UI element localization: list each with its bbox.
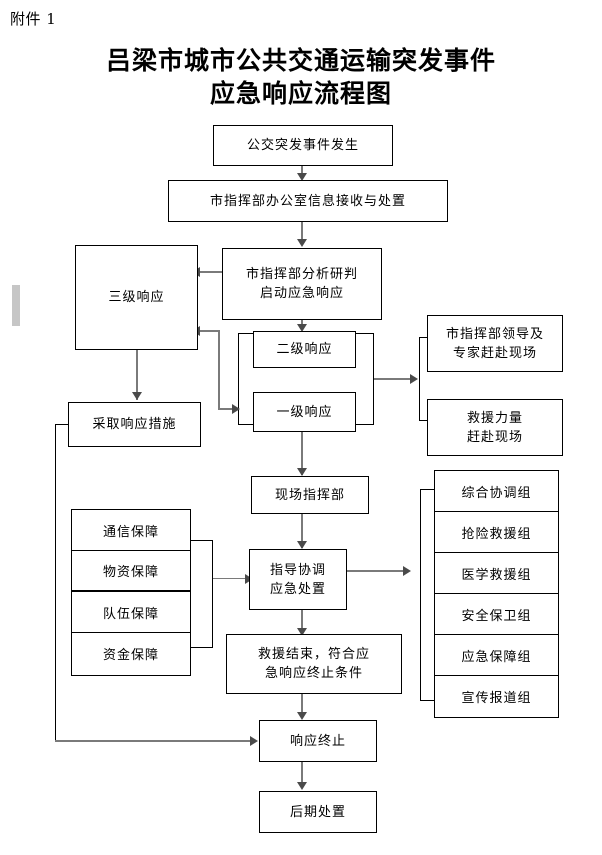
node-incident: 公交突发事件发生: [213, 125, 393, 166]
connector-level1-site-command: [301, 432, 303, 475]
bracket-groups-left-bottom: [420, 700, 436, 701]
node-rescue-force-line-2: 赶赴现场: [466, 429, 523, 445]
bracket-levels-left-vertical: [238, 333, 239, 425]
arrowhead-rescue-end-response-end: [297, 712, 307, 720]
bracket-support-right-top: [191, 540, 213, 541]
work-group-4: 应急保障组: [435, 635, 558, 676]
page-title: 吕梁市城市公共交通运输突发事件 应急响应流程图: [0, 44, 602, 110]
connector-incident-office: [301, 166, 303, 177]
bracket-right-group-top: [419, 337, 434, 338]
node-rescue-end-condition: 救援结束，符合应 急响应终止条件: [226, 634, 402, 694]
connector-coordinate-groups: [347, 570, 407, 572]
work-group-3: 安全保卫组: [435, 594, 558, 635]
bracket-levels-left-top: [238, 333, 254, 334]
node-level1-label: 一级响应: [276, 404, 333, 420]
connector-site-command-coordinate: [301, 514, 303, 548]
connector-measures-left-stub: [55, 424, 69, 425]
node-rescue-end-line-2: 急响应终止条件: [264, 666, 363, 681]
node-level1: 一级响应: [253, 392, 356, 432]
bracket-support-right-vertical: [212, 540, 213, 648]
node-coordinate-disposal: 指导协调 应急处置: [249, 549, 347, 610]
node-coordinate-line-2: 应急处置: [269, 581, 326, 597]
bracket-levels-left-bottom: [238, 424, 254, 425]
bracket-right-group-vertical: [419, 337, 420, 421]
support-item-0: 通信保障: [72, 510, 190, 551]
node-response-end: 响应终止: [259, 720, 377, 762]
bracket-groups-left-vertical: [420, 489, 421, 701]
support-measures-stack: 通信保障 物资保障 队伍保障 资金保障: [71, 509, 191, 676]
connector-analyze-level3: [200, 271, 222, 273]
node-site-command-label: 现场指挥部: [274, 487, 345, 503]
support-item-2: 队伍保障: [72, 592, 190, 633]
node-office-receive-label: 市指挥部办公室信息接收与处置: [209, 193, 406, 209]
arrowhead-office-analyze: [297, 239, 307, 247]
bracket-support-right-bottom: [191, 647, 213, 648]
node-leaders-to-site: 市指挥部领导及 专家赶赴现场: [427, 315, 563, 372]
node-rescue-force-to-site: 救援力量 赶赴现场: [427, 399, 563, 456]
work-group-2: 医学救援组: [435, 553, 558, 594]
node-post-disposal: 后期处置: [259, 791, 377, 833]
support-item-1: 物资保障: [72, 551, 190, 592]
node-level3-label: 三级响应: [108, 290, 165, 305]
connector-office-analyze: [301, 222, 303, 243]
arrowhead-levels-feed: [232, 404, 240, 414]
node-site-command: 现场指挥部: [251, 476, 369, 514]
connector-rescue-end-response-end: [301, 694, 303, 718]
node-leaders-line-1: 市指挥部领导及: [445, 326, 544, 342]
node-analyze-line-2: 启动应急响应: [259, 286, 344, 301]
node-incident-label: 公交突发事件发生: [246, 138, 359, 153]
arrowhead-coordinate-rescue-end: [297, 628, 307, 636]
node-level2-label: 二级响应: [276, 342, 333, 357]
node-analyze-line-1: 市指挥部分析研判: [245, 267, 358, 282]
node-leaders-line-2: 专家赶赴现场: [452, 345, 537, 361]
node-take-measures: 采取响应措施: [68, 402, 201, 447]
gray-margin-mark: [12, 285, 20, 326]
title-line-1: 吕梁市城市公共交通运输突发事件: [105, 46, 496, 75]
node-coordinate-line-1: 指导协调: [269, 562, 326, 578]
node-take-measures-label: 采取响应措施: [92, 417, 177, 432]
title-line-2: 应急响应流程图: [209, 79, 392, 108]
arrowhead-incident-office: [297, 173, 307, 181]
connector-levels-feed-horizontal-bottom: [218, 408, 236, 410]
attachment-label: 附件 1: [10, 10, 57, 28]
connector-levels-feed-horizontal-top: [198, 330, 220, 332]
node-level3: 三级响应: [75, 245, 198, 350]
node-level2: 二级响应: [253, 331, 356, 368]
connector-measures-left-vertical: [55, 424, 56, 741]
arrowhead-coordinate-groups: [403, 566, 411, 576]
node-office-receive: 市指挥部办公室信息接收与处置: [168, 180, 448, 222]
connector-measures-bottom-horizontal: [55, 740, 254, 742]
support-item-3: 资金保障: [102, 648, 159, 663]
arrowhead-level3-measures: [132, 392, 142, 400]
arrowhead-levels-to-right-group: [410, 374, 418, 384]
bracket-groups-left-top: [420, 489, 436, 490]
arrowhead-analyze-level2: [297, 324, 307, 332]
work-group-0: 综合协调组: [435, 471, 558, 512]
node-rescue-end-line-1: 救援结束，符合应: [257, 647, 370, 662]
bracket-levels-right-top: [356, 333, 374, 334]
connector-response-end-post-disposal: [301, 762, 303, 788]
work-group-1: 抢险救援组: [435, 512, 558, 553]
arrowhead-level1-site-command: [297, 468, 307, 476]
arrowhead-response-end-post-disposal: [297, 782, 307, 790]
node-response-end-label: 响应终止: [289, 733, 346, 749]
arrowhead-measures-to-response-end: [250, 736, 258, 746]
connector-level3-measures: [136, 350, 138, 400]
node-post-disposal-label: 后期处置: [289, 804, 346, 820]
node-rescue-force-line-1: 救援力量: [466, 410, 523, 426]
bracket-levels-right-bottom: [356, 424, 374, 425]
connector-levels-to-right-group: [374, 378, 414, 380]
work-groups-stack: 综合协调组 抢险救援组 医学救援组 安全保卫组 应急保障组 宣传报道组: [434, 470, 559, 718]
node-analyze-start: 市指挥部分析研判 启动应急响应: [222, 248, 382, 320]
connector-levels-feed-vertical: [218, 330, 220, 410]
work-group-5: 宣传报道组: [461, 691, 532, 706]
connector-support-to-coordinate: [213, 578, 248, 579]
bracket-levels-right-vertical: [373, 333, 374, 425]
connector-coordinate-rescue-end: [301, 610, 303, 634]
bracket-right-group-bottom: [419, 420, 434, 421]
arrowhead-site-command-coordinate: [297, 541, 307, 549]
